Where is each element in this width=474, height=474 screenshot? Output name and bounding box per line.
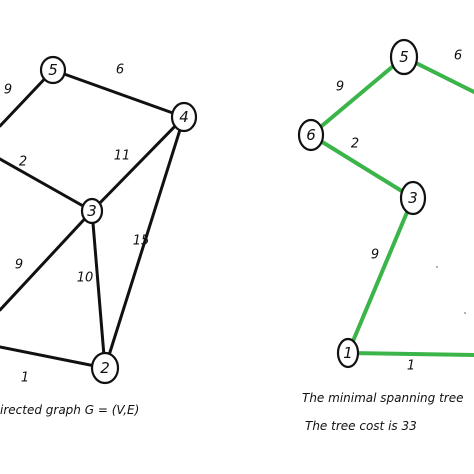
left-edge-3-4 <box>90 115 186 213</box>
right-graph-caption-line1: The minimal spanning tree <box>302 391 464 405</box>
right-node-3-label: 3 <box>408 189 418 207</box>
left-weight-4-2: 15 <box>133 234 150 249</box>
right-weight-3-1: 9 <box>371 248 379 263</box>
right-node-3: 3 <box>399 180 427 216</box>
left-edge-3-2 <box>90 209 107 370</box>
left-edge-1-3 <box>0 209 94 312</box>
left-node-2: 2 <box>90 351 120 385</box>
left-node-2-label: 2 <box>100 359 110 377</box>
left-weight-5-4: 6 <box>116 63 124 78</box>
right-edge-6-3 <box>309 133 415 200</box>
left-graph: 9 6 2 11 9 10 15 1 5 4 3 2 irected graph… <box>0 55 198 417</box>
right-edge-3-1 <box>346 196 415 355</box>
left-weight-1-3: 9 <box>15 258 23 273</box>
left-node-3: 3 <box>80 197 104 225</box>
left-edge-6-3 <box>0 157 94 213</box>
left-weight-1-2: 1 <box>21 371 29 386</box>
left-node-5: 5 <box>39 55 67 85</box>
right-weight-1-2: 1 <box>407 359 415 374</box>
right-node-1-label: 1 <box>343 344 353 362</box>
right-node-1: 1 <box>336 337 360 369</box>
right-node-5: 5 <box>389 38 419 76</box>
left-weight-3-2: 10 <box>77 271 94 286</box>
left-node-5-label: 5 <box>48 61 58 79</box>
left-node-4-label: 4 <box>179 108 189 126</box>
right-graph-caption-line2: The tree cost is 33 <box>305 419 417 433</box>
right-node-6-label: 6 <box>306 126 316 144</box>
right-edge-6-5 <box>309 55 406 137</box>
left-edge-5-4 <box>51 68 186 119</box>
left-node-3-label: 3 <box>87 202 97 220</box>
right-node-5-label: 5 <box>399 48 409 66</box>
speck-dot <box>464 312 466 314</box>
left-weight-6-5: 9 <box>4 83 12 98</box>
left-edge-4-2 <box>103 115 186 370</box>
right-weight-6-3: 2 <box>351 137 359 152</box>
right-weight-6-5: 9 <box>336 80 344 95</box>
right-edge-1-2 <box>346 351 474 357</box>
left-weight-6-3: 2 <box>19 155 27 170</box>
right-graph: 9 6 2 9 1 5 6 3 1 The minimal spanning t… <box>297 38 474 433</box>
left-weight-3-4: 11 <box>114 149 131 164</box>
left-graph-caption: irected graph G = (V,E) <box>0 403 139 417</box>
speck-dot <box>436 266 438 268</box>
right-weight-5-4: 6 <box>454 49 462 64</box>
right-node-6: 6 <box>297 118 325 152</box>
left-edge-1-2 <box>0 345 107 370</box>
left-node-4: 4 <box>170 101 198 133</box>
